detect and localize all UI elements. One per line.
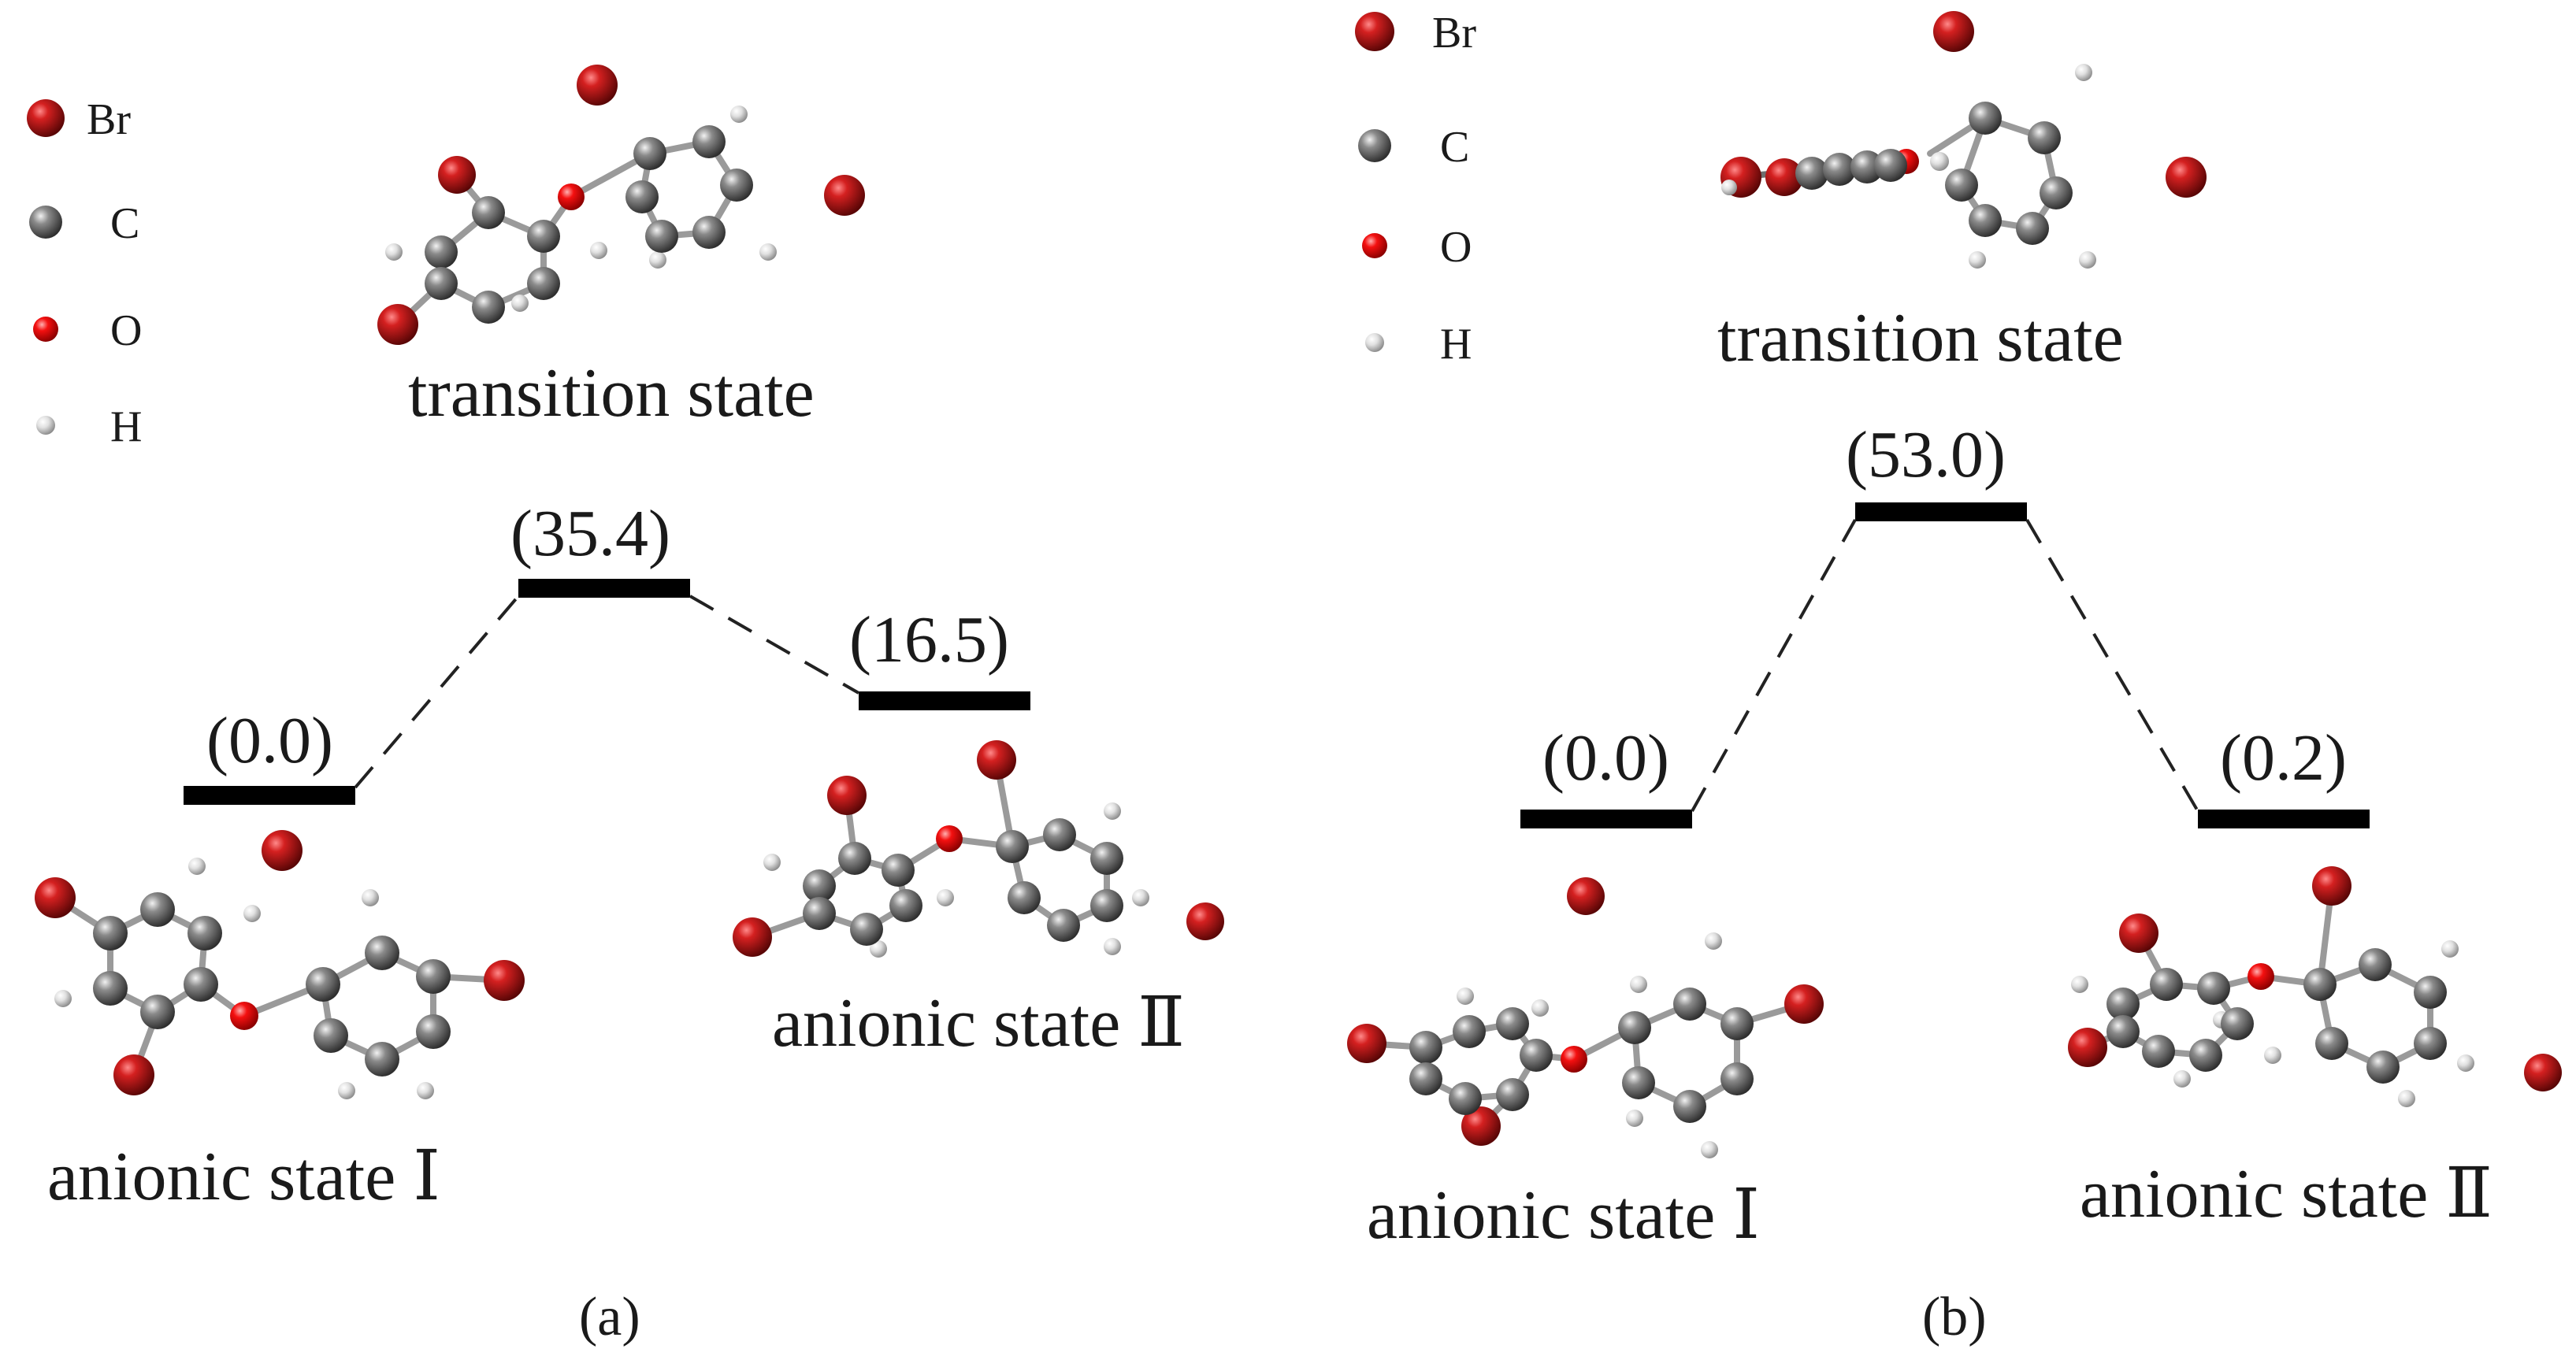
level-anionic-state-2-b: [2198, 810, 2370, 828]
legend-c-atom-icon-b: [1358, 129, 1391, 162]
legend-h-label-b: H: [1440, 320, 1472, 369]
level-anionic-state-1-b: [1520, 810, 1692, 828]
energy-transition-state-a: (35.4): [510, 497, 670, 570]
legend-o-label-b: O: [1440, 223, 1472, 272]
connector-a-1: [354, 595, 520, 789]
connector-b-2: [2025, 518, 2199, 813]
transition-state-label-b: transition state: [1717, 300, 2124, 376]
legend-o-label: O: [110, 306, 142, 355]
molecule-anionic-state-2-b: [2068, 866, 2562, 1107]
legend-h-atom-icon: [36, 416, 55, 435]
caption-b: (b): [1922, 1287, 1987, 1347]
legend-h-atom-icon-b: [1365, 333, 1384, 352]
anionic-state-1-label-b: anionic state Ⅰ: [1367, 1177, 1760, 1254]
panel-b: Br C O H: [1347, 9, 2562, 1347]
level-anionic-state-2-a: [859, 691, 1030, 710]
legend-br-label: Br: [87, 95, 131, 144]
anionic-state-1-label-a: anionic state Ⅰ: [47, 1139, 440, 1215]
legend-br-atom-icon: [27, 99, 65, 137]
connector-a-2: [689, 595, 859, 695]
molecule-anionic-state-1-b: [1347, 877, 1824, 1158]
anionic-state-2-label-a: anionic state Ⅱ: [772, 985, 1185, 1062]
legend-o-atom-icon-b: [1362, 233, 1387, 258]
energy-transition-state-b: (53.0): [1846, 418, 2006, 491]
connector-b-1: [1691, 519, 1857, 812]
energy-anionic-state-2-b: (0.2): [2220, 721, 2347, 795]
legend-c-label-b: C: [1440, 123, 1469, 172]
legend-br-label-b: Br: [1432, 9, 1476, 57]
panel-a: Br C O H: [27, 65, 1224, 1347]
level-anionic-state-1-a: [184, 786, 355, 805]
caption-a: (a): [579, 1287, 640, 1347]
transition-state-label-a: transition state: [408, 355, 815, 432]
legend-a: Br C O H: [27, 95, 142, 451]
molecule-anionic-state-2-a: [733, 740, 1224, 958]
energy-anionic-state-2-a: (16.5): [849, 603, 1009, 676]
level-transition-state-a: [518, 579, 690, 598]
legend-c-label: C: [110, 199, 139, 248]
legend-o-atom-icon: [33, 317, 58, 342]
molecule-anionic-state-1-a: [35, 830, 525, 1099]
legend-c-atom-icon: [29, 206, 62, 239]
anionic-state-2-label-b: anionic state Ⅱ: [2080, 1156, 2492, 1232]
molecule-transition-state-b: [1720, 11, 2207, 269]
energy-anionic-state-1-b: (0.0): [1542, 721, 1669, 795]
level-transition-state-b: [1855, 502, 2027, 521]
legend-br-atom-icon-b: [1355, 12, 1394, 51]
legend-h-label: H: [110, 402, 142, 451]
legend-b: Br C O H: [1355, 9, 1476, 369]
energy-anionic-state-1-a: (0.0): [206, 704, 333, 777]
molecule-transition-state-a: [377, 65, 865, 345]
